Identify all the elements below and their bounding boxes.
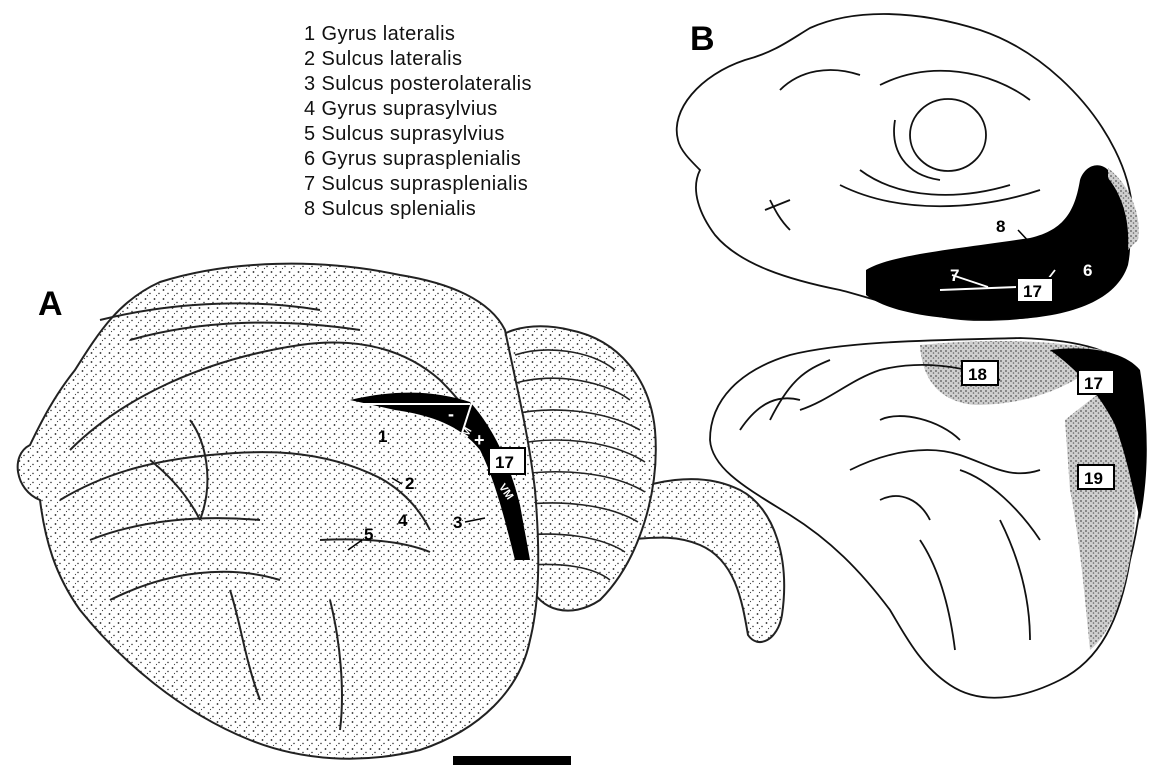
legend-item: 6 Gyrus suprasplenialis [304, 147, 532, 172]
legend-name: Sulcus lateralis [322, 48, 463, 70]
legend-number: 3 [304, 73, 316, 95]
structure-number-1: 1 [378, 427, 387, 446]
structure-number-4: 4 [398, 511, 408, 530]
area-17-label-b-bottom: 17 [1078, 370, 1114, 394]
area-17-label-a: 17 [489, 448, 525, 474]
svg-text:17: 17 [1084, 374, 1103, 393]
svg-text:17: 17 [495, 453, 514, 472]
structure-number-6: 6 [1083, 261, 1092, 280]
panel-a-brain: - HM + VM 17 1 2 3 4 5 [18, 264, 784, 759]
legend-number: 2 [304, 48, 316, 70]
panel-b-letter: B [690, 20, 715, 59]
legend-item: 7 Sulcus suprasplenialis [304, 172, 532, 197]
legend-item: 2 Sulcus lateralis [304, 47, 532, 72]
legend-name: Gyrus suprasplenialis [322, 148, 522, 170]
legend-number: 6 [304, 148, 316, 170]
legend-item: 4 Gyrus suprasylvius [304, 97, 532, 122]
legend-number: 4 [304, 98, 316, 120]
svg-text:17: 17 [1023, 282, 1042, 301]
panel-b-medial-view: 8 7 6 17 [677, 14, 1139, 320]
scale-bar [453, 756, 571, 765]
legend-name: Gyrus suprasylvius [322, 98, 498, 120]
area-18-label: 18 [962, 361, 998, 385]
panel-a-letter: A [38, 285, 63, 324]
legend-item: 8 Sulcus splenialis [304, 197, 532, 222]
legend-name: Gyrus lateralis [322, 23, 456, 45]
structure-number-2: 2 [405, 474, 414, 493]
hm-minus-label: - [448, 404, 454, 424]
legend-number: 1 [304, 23, 316, 45]
legend-item: 5 Sulcus suprasylvius [304, 122, 532, 147]
panel-b-lateral-view: 18 17 19 [710, 338, 1147, 698]
legend-name: Sulcus suprasplenialis [322, 173, 529, 195]
structure-number-7: 7 [950, 266, 959, 285]
structure-legend: 1 Gyrus lateralis 2 Sulcus lateralis 3 S… [304, 22, 532, 222]
legend-number: 5 [304, 123, 316, 145]
legend-name: Sulcus suprasylvius [322, 123, 505, 145]
structure-number-5: 5 [364, 525, 373, 544]
legend-item: 1 Gyrus lateralis [304, 22, 532, 47]
svg-text:18: 18 [968, 365, 987, 384]
legend-number: 8 [304, 198, 316, 220]
hm-plus-label: + [474, 430, 485, 450]
cerebrum [18, 264, 539, 759]
legend-number: 7 [304, 173, 316, 195]
area-19-label: 19 [1078, 465, 1114, 489]
legend-name: Sulcus splenialis [322, 198, 477, 220]
svg-text:19: 19 [1084, 469, 1103, 488]
legend-item: 3 Sulcus posterolateralis [304, 72, 532, 97]
legend-name: Sulcus posterolateralis [322, 73, 532, 95]
structure-number-8: 8 [996, 217, 1005, 236]
structure-number-3: 3 [453, 513, 462, 532]
area-17-label-b-top: 17 [1017, 278, 1053, 302]
